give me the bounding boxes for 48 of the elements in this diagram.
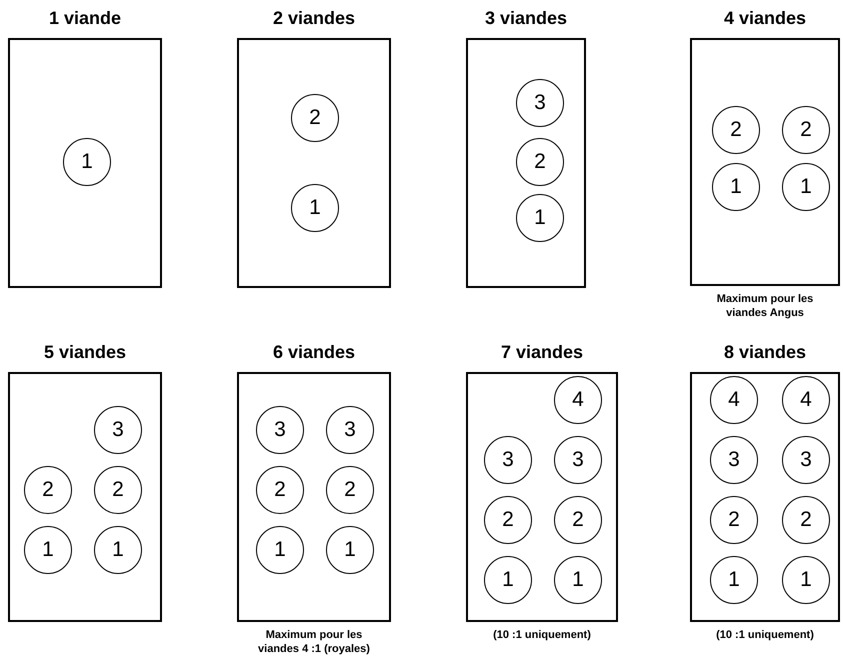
numbered-circle: 1: [24, 526, 72, 574]
panel-heading: 7 viandes: [500, 342, 584, 363]
numbered-circle: 1: [554, 556, 602, 604]
numbered-circle: 3: [256, 406, 304, 454]
numbered-circle: 3: [94, 406, 142, 454]
numbered-circle: 1: [710, 556, 758, 604]
numbered-circle: 2: [782, 106, 830, 154]
panel-note: Maximum pour les viandes Angus: [716, 292, 814, 320]
numbered-circle: 2: [516, 138, 564, 186]
numbered-circle: 4: [710, 376, 758, 424]
numbered-circle: 1: [782, 556, 830, 604]
numbered-circle: 4: [782, 376, 830, 424]
numbered-circle: 2: [554, 496, 602, 544]
panel-heading: 3 viandes: [484, 8, 568, 29]
numbered-circle: 1: [291, 184, 339, 232]
panel-note: (10 :1 uniquement): [715, 628, 815, 642]
numbered-circle: 1: [782, 163, 830, 211]
numbered-circle: 2: [712, 106, 760, 154]
numbered-circle: 1: [94, 526, 142, 574]
numbered-circle: 1: [326, 526, 374, 574]
numbered-circle: 1: [484, 556, 532, 604]
numbered-circle: 2: [782, 496, 830, 544]
panel-note: (10 :1 uniquement): [492, 628, 592, 642]
numbered-circle: 3: [326, 406, 374, 454]
numbered-circle: 3: [554, 436, 602, 484]
numbered-circle: 1: [63, 138, 111, 186]
numbered-circle: 2: [484, 496, 532, 544]
numbered-circle: 1: [712, 163, 760, 211]
numbered-circle: 3: [782, 436, 830, 484]
panel-heading: 8 viandes: [722, 342, 808, 363]
numbered-circle: 2: [94, 466, 142, 514]
numbered-circle: 2: [326, 466, 374, 514]
panel-heading: 4 viandes: [722, 8, 808, 29]
panel-note: Maximum pour les viandes 4 :1 (royales): [257, 628, 371, 656]
panel-heading: 1 viande: [48, 8, 122, 29]
numbered-circle: 2: [256, 466, 304, 514]
numbered-circle: 4: [554, 376, 602, 424]
panel-heading: 5 viandes: [42, 342, 128, 363]
numbered-circle: 1: [516, 194, 564, 242]
panel-heading: 6 viandes: [272, 342, 356, 363]
numbered-circle: 3: [484, 436, 532, 484]
numbered-circle: 2: [291, 94, 339, 142]
numbered-circle: 2: [24, 466, 72, 514]
numbered-circle: 3: [710, 436, 758, 484]
panel-heading: 2 viandes: [272, 8, 356, 29]
numbered-circle: 2: [710, 496, 758, 544]
numbered-circle: 1: [256, 526, 304, 574]
numbered-circle: 3: [516, 79, 564, 127]
